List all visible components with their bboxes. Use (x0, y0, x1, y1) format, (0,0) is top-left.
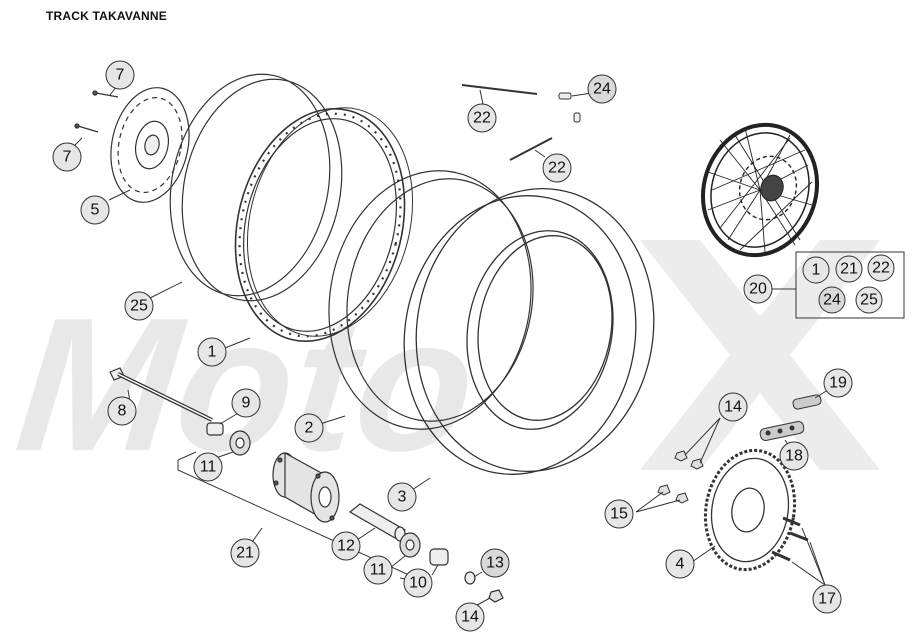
callout-7-top: 7 (105, 60, 135, 90)
kit-item-25: 25 (855, 286, 883, 314)
sprocket-nuts-15 (657, 484, 689, 504)
callout-13: 13 (480, 548, 510, 578)
watermark-text: Moto (8, 279, 484, 490)
kit-item-24: 24 (818, 286, 846, 314)
spoke-nipples-24 (558, 92, 581, 123)
bearing-11-right (399, 532, 421, 558)
kit-item-22: 22 (867, 254, 895, 282)
svg-text:24: 24 (593, 81, 611, 98)
svg-text:21: 21 (236, 545, 254, 562)
svg-text:1: 1 (208, 344, 217, 361)
callout-22-middle: 22 (542, 153, 572, 183)
spacer-9 (206, 422, 224, 436)
callout-20: 20 (743, 274, 773, 304)
callout-14-right: 14 (718, 392, 748, 422)
chain-18 (759, 420, 805, 442)
svg-text:2: 2 (305, 420, 314, 437)
kit-item-1: 1 (802, 256, 830, 284)
rim-1 (234, 107, 414, 343)
svg-text:21: 21 (840, 261, 858, 278)
callout-17: 17 (812, 584, 842, 614)
svg-text:1: 1 (812, 262, 821, 279)
svg-text:25: 25 (860, 292, 878, 309)
svg-text:18: 18 (785, 448, 803, 465)
callout-12: 12 (331, 531, 361, 561)
spokes-22 (461, 84, 553, 161)
svg-text:7: 7 (116, 67, 125, 84)
svg-text:14: 14 (461, 609, 479, 626)
callout-5: 5 (80, 195, 110, 225)
svg-text:10: 10 (409, 575, 427, 592)
callout-11-left: 11 (193, 452, 223, 482)
callout-24: 24 (587, 74, 617, 104)
svg-text:14: 14 (724, 399, 742, 416)
callout-7-left: 7 (52, 142, 82, 172)
axle-8 (109, 367, 213, 422)
kit-contents-box (795, 251, 905, 319)
callout-21: 21 (230, 538, 260, 568)
svg-text:5: 5 (91, 202, 100, 219)
svg-text:22: 22 (473, 110, 491, 127)
svg-text:7: 7 (63, 149, 72, 166)
callout-11-right: 11 (363, 555, 393, 585)
page-title: TRACK TAKAVANNE (46, 9, 167, 23)
svg-text:19: 19 (829, 375, 847, 392)
sprocket-bolts-17 (771, 516, 809, 562)
svg-text:9: 9 (242, 395, 251, 412)
kit-item-21: 21 (835, 255, 863, 283)
svg-text:15: 15 (610, 506, 628, 523)
svg-text:11: 11 (200, 459, 217, 476)
svg-text:24: 24 (823, 292, 841, 309)
svg-text:8: 8 (118, 403, 127, 420)
callout-18: 18 (779, 441, 809, 471)
callout-22-top: 22 (467, 103, 497, 133)
callout-3: 3 (387, 482, 417, 512)
axle-nut-14 (488, 589, 504, 603)
callout-2: 2 (294, 413, 324, 443)
washer-13 (464, 571, 476, 585)
callout-15: 15 (604, 499, 634, 529)
spacer-10 (429, 548, 449, 566)
chain-link-19 (792, 394, 822, 410)
sprocket-nuts-14 (674, 450, 704, 470)
callout-1: 1 (197, 337, 227, 367)
tyre-3 (403, 188, 655, 475)
svg-text:22: 22 (548, 160, 566, 177)
svg-text:4: 4 (676, 556, 685, 573)
bearing-11-left (229, 430, 251, 456)
svg-text:12: 12 (337, 538, 355, 555)
disc-bolts-7 (74, 90, 119, 133)
complete-wheel-20 (700, 122, 820, 258)
callout-19: 19 (823, 368, 853, 398)
brake-disc-5 (110, 87, 190, 203)
svg-text:13: 13 (486, 555, 504, 572)
callout-9: 9 (231, 388, 261, 418)
svg-text:17: 17 (818, 591, 836, 608)
svg-text:22: 22 (872, 260, 890, 277)
callout-25: 25 (124, 291, 154, 321)
callout-8: 8 (107, 396, 137, 426)
svg-text:20: 20 (749, 281, 767, 298)
hub-21 (272, 451, 340, 523)
callout-14-bottom: 14 (455, 602, 485, 632)
callout-10: 10 (403, 568, 433, 598)
callout-4: 4 (665, 549, 695, 579)
svg-text:11: 11 (370, 562, 387, 579)
svg-text:25: 25 (130, 298, 148, 315)
svg-text:3: 3 (398, 489, 407, 506)
inner-tube-2 (328, 170, 534, 430)
rim-tape-25 (169, 73, 343, 302)
